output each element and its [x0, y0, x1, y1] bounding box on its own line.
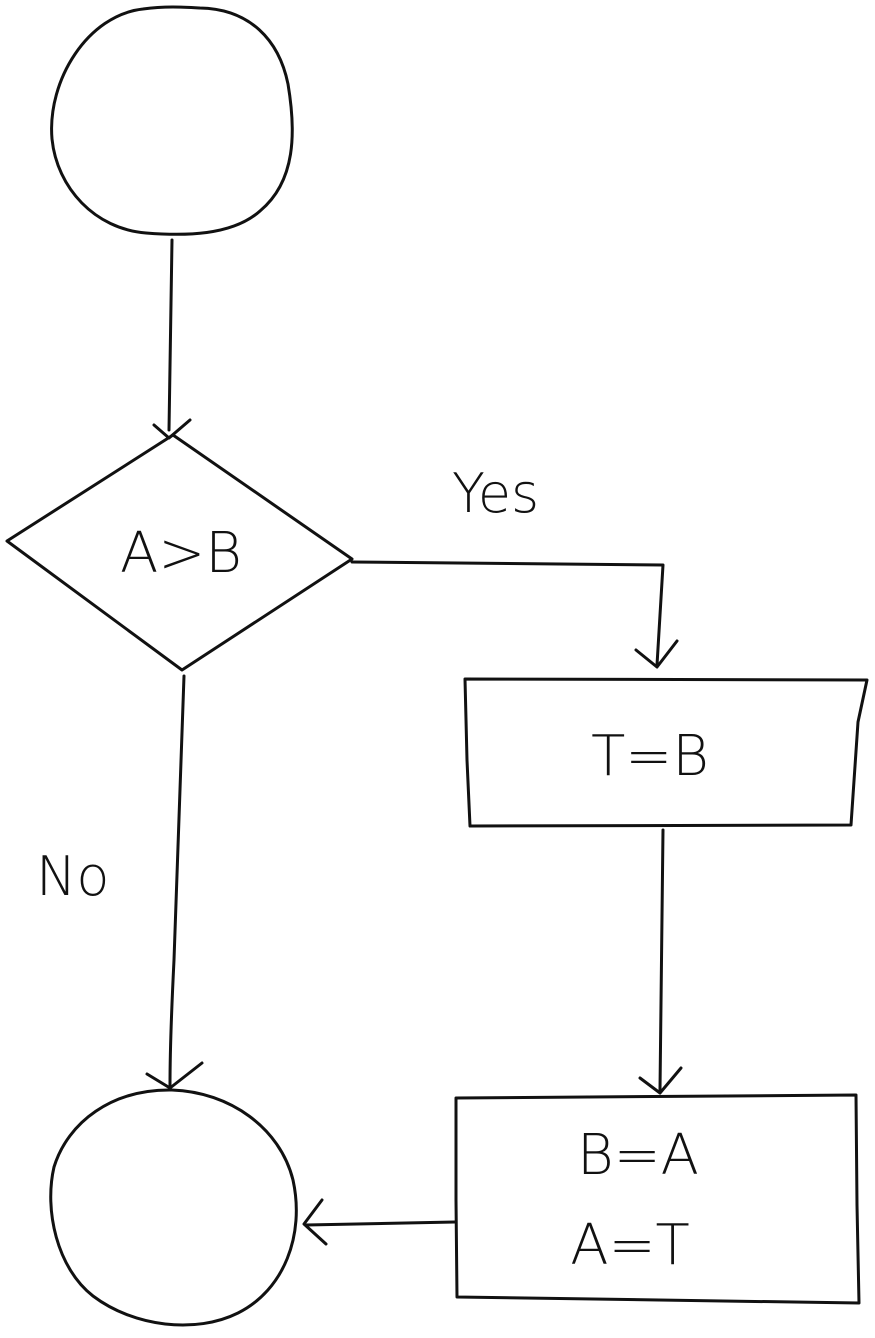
arrow-swap-to-end: [304, 1220, 457, 1227]
arrow-start-to-decision: [167, 238, 174, 432]
step-tb-node: [463, 677, 869, 828]
arrow-tb-to-swap: [658, 828, 665, 1092]
decision-node: [5, 433, 354, 672]
no-label: No: [36, 845, 109, 908]
arrow-yes-branch: [350, 560, 665, 667]
end-node: [49, 1088, 298, 1327]
decision-label: A>B: [120, 521, 242, 586]
step-tb-label: T=B: [591, 724, 709, 789]
arrowhead-yes-branch: [634, 639, 679, 669]
step-swap-line-2: A=T: [570, 1213, 689, 1278]
arrowhead-tb-to-swap: [638, 1066, 683, 1095]
arrowhead-swap-to-end: [302, 1198, 328, 1246]
step-swap-node: [454, 1093, 861, 1305]
yes-label: Yes: [452, 462, 539, 525]
start-node: [50, 5, 294, 236]
arrowhead-no-branch: [145, 1061, 204, 1090]
step-swap-line-1: B=A: [577, 1123, 699, 1188]
arrow-no-branch: [168, 674, 186, 1087]
